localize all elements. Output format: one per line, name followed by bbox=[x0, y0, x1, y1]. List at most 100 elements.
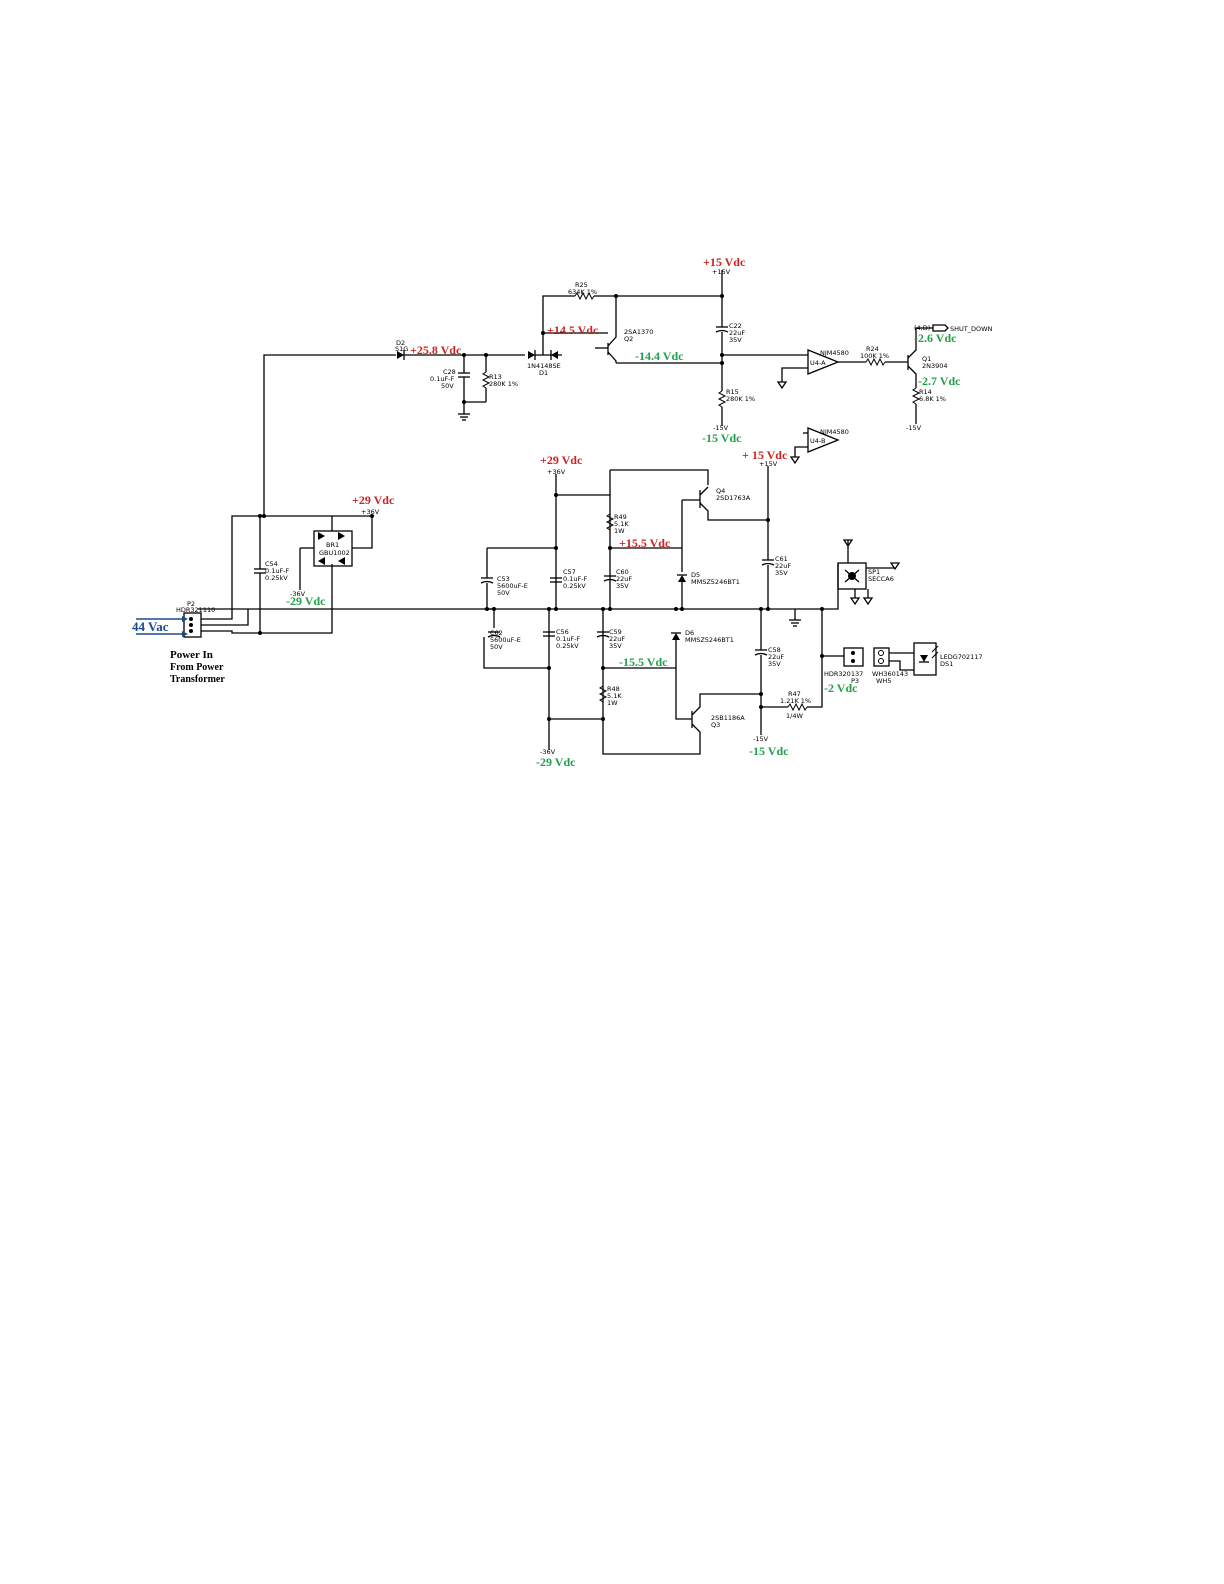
label-d6: D6 bbox=[685, 629, 694, 637]
capacitor-c57 bbox=[550, 577, 562, 583]
label-shutdown-ref: (4,D) bbox=[914, 324, 930, 332]
label-r24-value: 100K 1% bbox=[860, 352, 889, 360]
voltage-plus25-8: +25.8 Vdc bbox=[410, 343, 462, 357]
label-c53-voltage: 50V bbox=[497, 589, 510, 597]
label-c57-voltage: 0.25kV bbox=[563, 582, 586, 590]
label-c60: C60 bbox=[616, 568, 629, 576]
label-c57: C57 bbox=[563, 568, 576, 576]
ground-symbol-bus bbox=[789, 609, 801, 627]
rail-p36-mid: +36V bbox=[547, 468, 566, 476]
opamp-u4b bbox=[789, 427, 840, 465]
label-p3: P3 bbox=[851, 677, 859, 685]
label-d1: D1 bbox=[539, 369, 548, 377]
label-d2-value: S1G bbox=[395, 345, 408, 353]
label-q4-part: 2SD1763A bbox=[716, 494, 751, 502]
voltage-minus15-bottom: -15 Vdc bbox=[749, 744, 789, 758]
label-c58-value: 22uF bbox=[768, 653, 784, 661]
label-r47-value: 1.21K 1% bbox=[780, 697, 811, 705]
capacitor-c22 bbox=[715, 326, 729, 391]
voltage-minus29-bottom: -29 Vdc bbox=[536, 755, 576, 769]
transistor-q1 bbox=[907, 327, 933, 388]
voltage-44vac: 44 Vac bbox=[132, 619, 169, 634]
label-c54: C54 bbox=[265, 560, 278, 568]
label-c53-value: 5600uF-E bbox=[497, 582, 528, 590]
label-c61-value: 22uF bbox=[775, 562, 791, 570]
voltage-plus15-top: +15 Vdc bbox=[703, 255, 746, 269]
opamp-u4a bbox=[776, 349, 840, 390]
label-c53: C53 bbox=[497, 575, 510, 583]
label-br1: BR1 bbox=[326, 541, 339, 549]
caption-power-in: Power In bbox=[170, 649, 213, 661]
label-c22: C22 bbox=[729, 322, 742, 330]
label-u4b: U4-B bbox=[810, 437, 825, 445]
shutdown-flag bbox=[932, 324, 949, 332]
label-r25-value: 634K 1% bbox=[568, 288, 597, 296]
label-p2: P2 bbox=[187, 600, 195, 608]
capacitor-c61 bbox=[761, 559, 775, 609]
resistor-r25 bbox=[574, 291, 595, 301]
label-c54-value: 0.1uF-F bbox=[265, 567, 290, 575]
label-c22-voltage: 35V bbox=[729, 336, 742, 344]
transistor-q3 bbox=[691, 693, 761, 740]
ground-symbol bbox=[458, 413, 470, 421]
label-d5: D5 bbox=[691, 571, 700, 579]
label-p3-part: HDR320137 bbox=[824, 670, 863, 678]
label-r49-value: 5.1K bbox=[614, 520, 629, 528]
resistor-r47 bbox=[787, 702, 808, 712]
led-ds1 bbox=[913, 642, 939, 676]
label-c28-value: 0.1uF-F bbox=[430, 375, 455, 383]
label-shutdown: SHUT_DOWN bbox=[950, 325, 993, 333]
rail-p15-mid: +15V bbox=[759, 460, 778, 468]
voltage-plus14-5: +14.5 Vdc bbox=[547, 323, 599, 337]
label-u4a-part: NJM4580 bbox=[820, 349, 849, 357]
label-r47: R47 bbox=[788, 690, 801, 698]
label-c56-voltage: 0.25kV bbox=[556, 642, 579, 650]
label-r14: R14 bbox=[919, 388, 932, 396]
label-c58-voltage: 35V bbox=[768, 660, 781, 668]
label-d5-part: MMSZ5246BT1 bbox=[691, 578, 740, 586]
rail-p36-left: +36V bbox=[361, 508, 380, 516]
capacitor-c60 bbox=[603, 575, 617, 582]
caption-from-power: From Power bbox=[170, 662, 224, 673]
label-c61-voltage: 35V bbox=[775, 569, 788, 577]
rail-m36-bottom: -36V bbox=[540, 748, 556, 756]
label-r49: R49 bbox=[614, 513, 627, 521]
label-r14-value: 6.8K 1% bbox=[919, 395, 946, 403]
label-c28: C28 bbox=[443, 368, 456, 376]
diode-d1 bbox=[528, 333, 562, 360]
label-r48-value: 5.1K bbox=[607, 692, 622, 700]
voltage-plus15-mid: + 15 Vdc bbox=[742, 448, 788, 462]
capacitor-c56 bbox=[543, 631, 555, 637]
label-c22-value: 22uF bbox=[729, 329, 745, 337]
voltage-minus2: -2 Vdc bbox=[824, 681, 858, 695]
zener-d5 bbox=[677, 500, 687, 609]
label-sp1-part: SECCA6 bbox=[868, 575, 894, 583]
resistor-r13 bbox=[481, 355, 491, 402]
label-ds1: DS1 bbox=[940, 660, 953, 668]
voltage-minus2-6: -2.6 Vdc bbox=[914, 331, 957, 345]
label-br1-part: GBU1002 bbox=[319, 549, 350, 557]
label-c28-voltage: 50V bbox=[441, 382, 454, 390]
label-c60-value: 22uF bbox=[616, 575, 632, 583]
rail-m36-left: -36V bbox=[290, 590, 306, 598]
label-r15: R15 bbox=[726, 388, 739, 396]
label-q2: Q2 bbox=[624, 335, 633, 343]
voltage-minus2-7: -2.7 Vdc bbox=[918, 374, 961, 388]
label-r47-watt: 1/4W bbox=[786, 712, 803, 720]
main-supply-circuit bbox=[136, 466, 939, 755]
label-c54-voltage: 0.25kV bbox=[265, 574, 288, 582]
label-d2: D2 bbox=[396, 339, 405, 347]
label-r25: R25 bbox=[575, 281, 588, 289]
label-r15-value: 280K 1% bbox=[726, 395, 755, 403]
label-c57-value: 0.1uF-F bbox=[563, 575, 588, 583]
power-in-caption: Power In From Power Transformer bbox=[170, 649, 225, 685]
transistor-q4 bbox=[610, 469, 768, 521]
part-labels: R25 634K 1% D2 S1G C28 0.1uF-F 50V R13 2… bbox=[176, 268, 993, 756]
label-c58: C58 bbox=[768, 646, 781, 654]
label-c62-voltage: 50V bbox=[490, 643, 503, 651]
resistor-r48 bbox=[598, 685, 608, 703]
voltage-minus29-left: -29 Vdc bbox=[286, 594, 326, 608]
label-c61: C61 bbox=[775, 555, 788, 563]
label-wh5-part: WH360143 bbox=[872, 670, 908, 678]
label-c62: C62 bbox=[490, 629, 503, 637]
